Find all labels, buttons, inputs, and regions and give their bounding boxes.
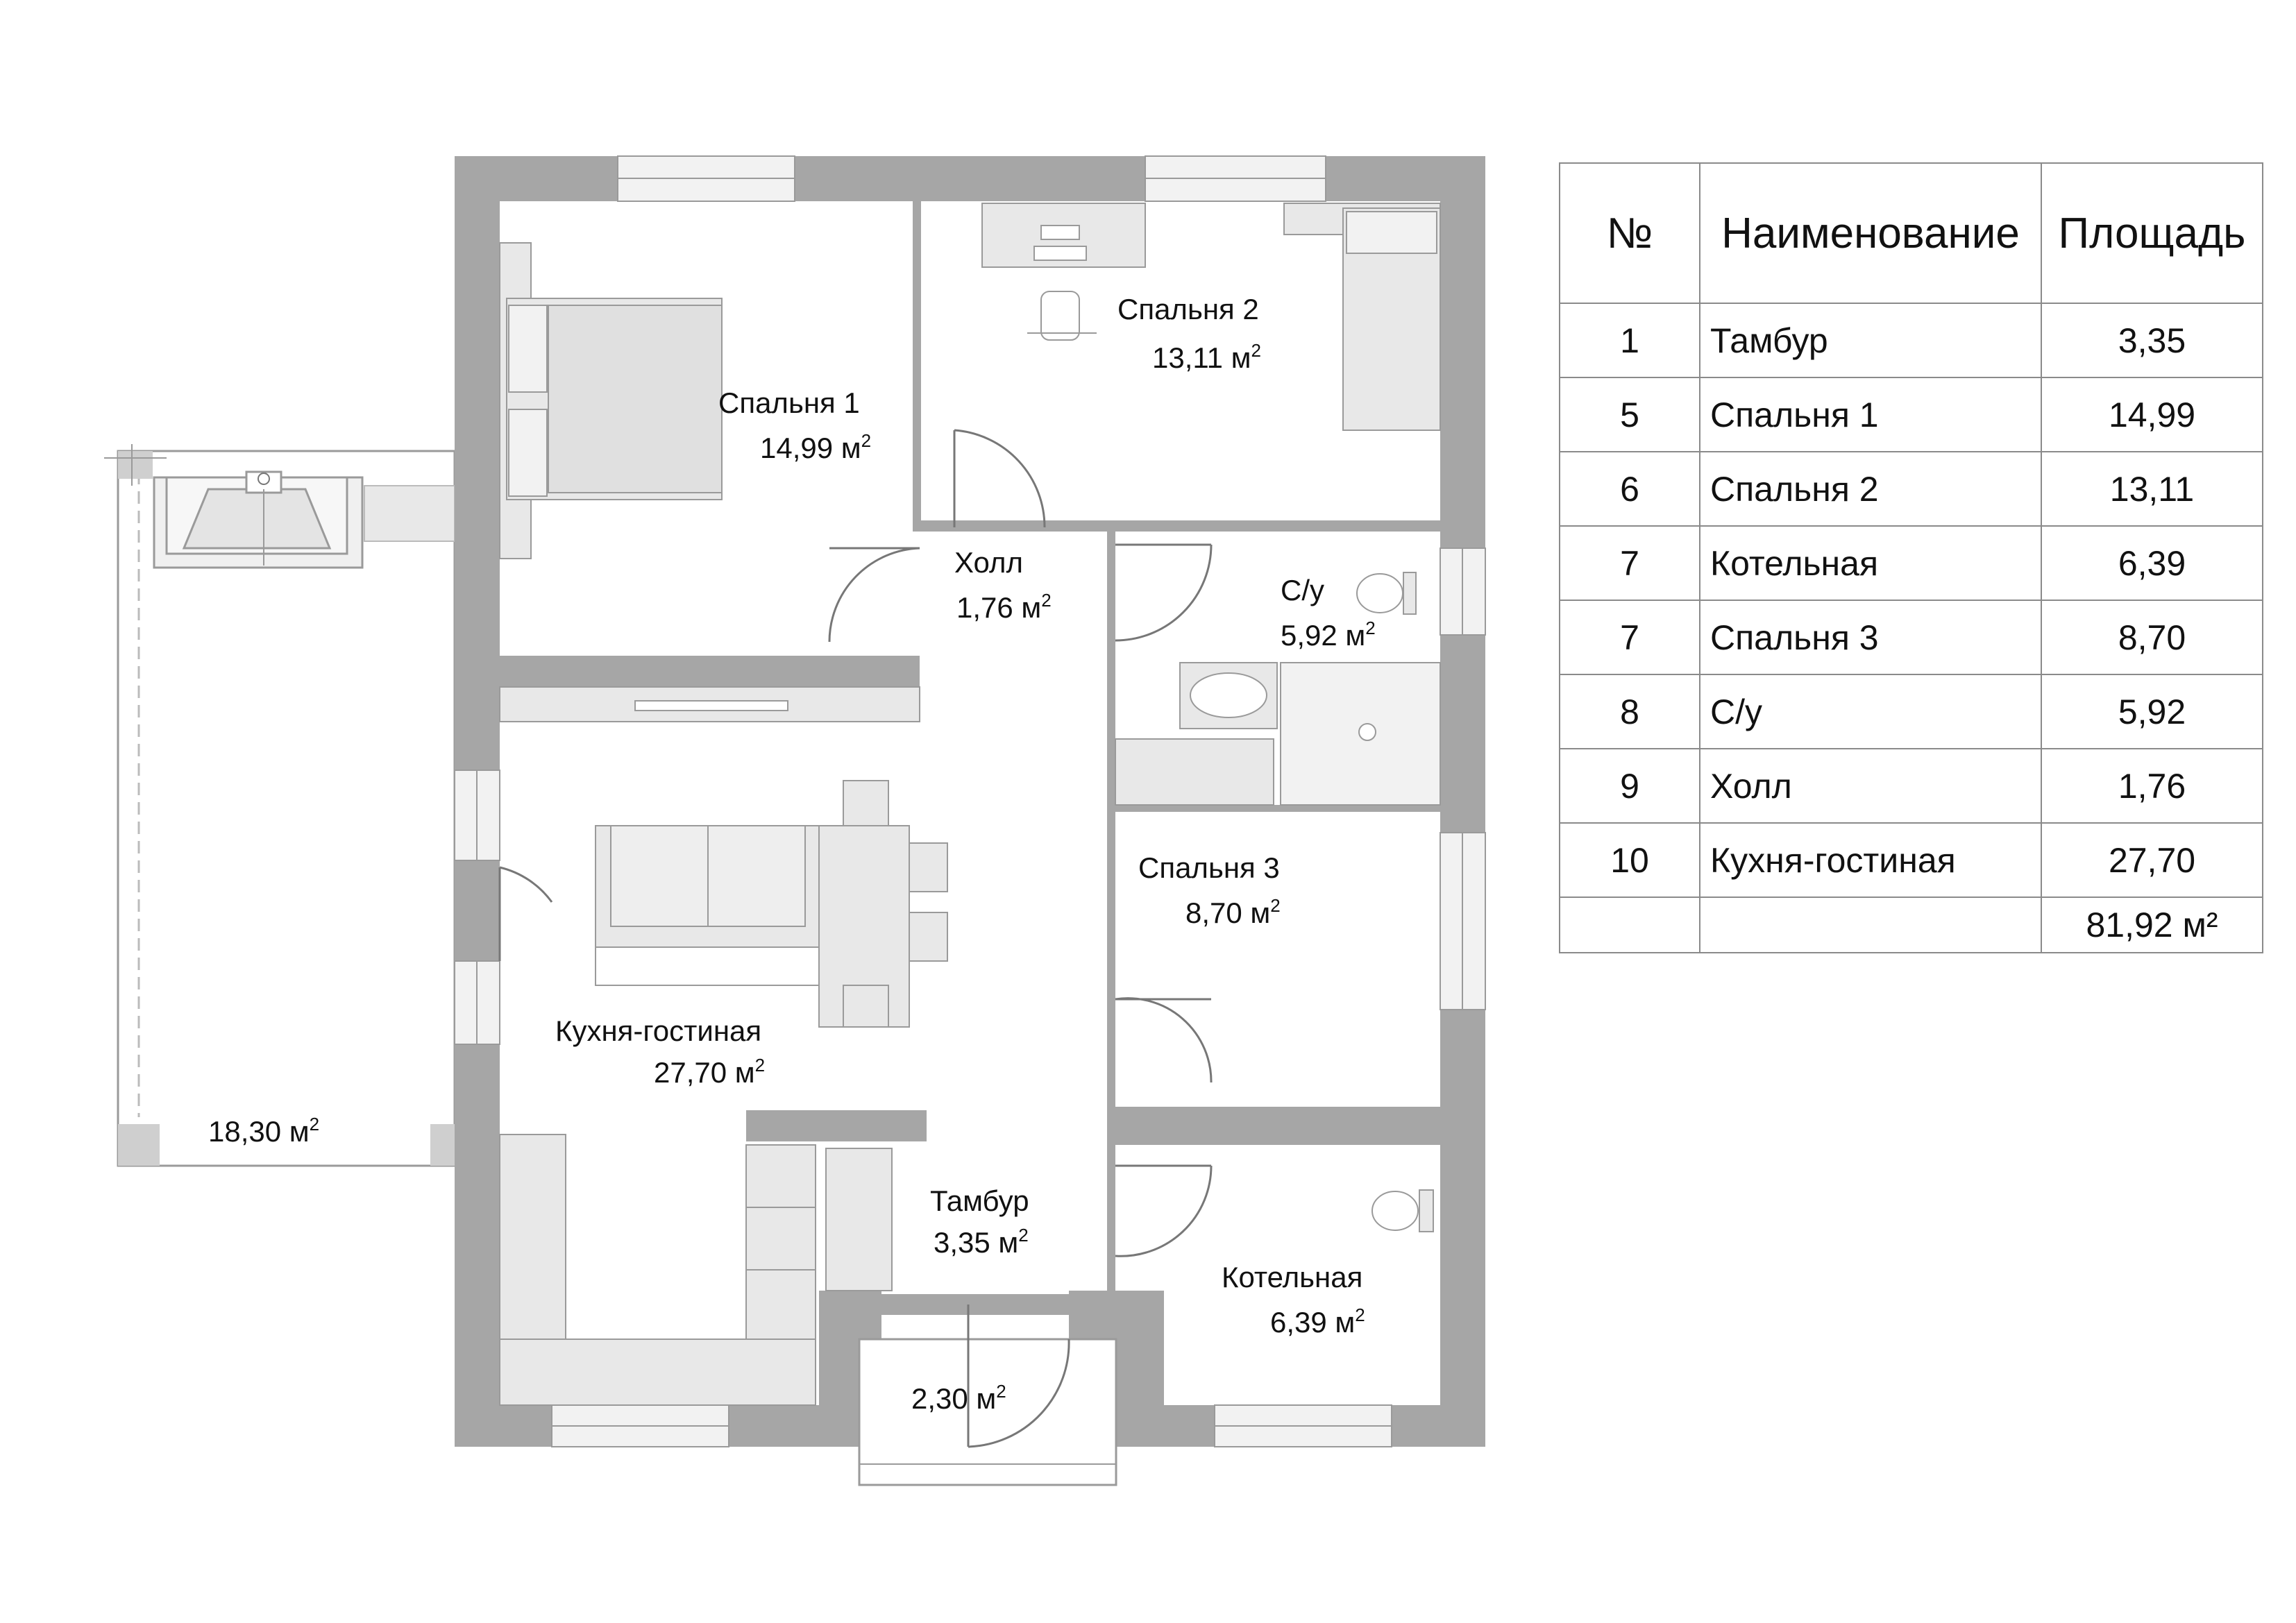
bedroom1-name: Спальня 1 — [718, 386, 860, 419]
sink-icon — [1179, 662, 1278, 729]
row-area: 13,11 — [2041, 451, 2263, 527]
kitchen-name: Кухня-гостиная — [555, 1014, 761, 1047]
toilet-icon — [1371, 1189, 1434, 1232]
bedroom1-area: 14,99 м2 — [760, 430, 871, 464]
dining-table-icon — [818, 780, 948, 1028]
row-num: 1 — [1559, 303, 1700, 378]
table-row: 5 Спальня 1 14,99 — [1559, 377, 2263, 452]
windows — [454, 155, 1486, 1447]
row-name: Спальня 3 — [1699, 600, 2042, 675]
row-name: Холл — [1699, 748, 2042, 824]
table-total-row: 81,92 м² — [1559, 897, 2263, 953]
porch-area: 2,30 м2 — [911, 1381, 1006, 1415]
total-num — [1559, 897, 1700, 953]
vestibule-area: 3,35 м2 — [934, 1225, 1029, 1259]
bedroom2-name: Спальня 2 — [1117, 293, 1259, 325]
kitchen-area: 27,70 м2 — [654, 1055, 765, 1089]
row-name: Спальня 1 — [1699, 377, 2042, 452]
bedroom3-name: Спальня 3 — [1138, 851, 1280, 884]
toilet-icon — [1356, 572, 1417, 615]
row-area: 8,70 — [2041, 600, 2263, 675]
table-row: 6 Спальня 2 13,11 — [1559, 451, 2263, 527]
table-header-row: № Наименование Площадь — [1559, 162, 2263, 304]
office-chair-icon — [1027, 291, 1097, 341]
row-name: Спальня 2 — [1699, 451, 2042, 527]
kitchen-counter-icon — [499, 1134, 816, 1406]
hall-area: 1,76 м2 — [956, 590, 1052, 624]
bathroom-area: 5,92 м2 — [1281, 618, 1376, 652]
double-bed-icon — [499, 242, 723, 559]
table-row: 7 Спальня 3 8,70 — [1559, 600, 2263, 675]
row-num: 5 — [1559, 377, 1700, 452]
row-area: 1,76 — [2041, 748, 2263, 824]
vestibule-name: Тамбур — [930, 1184, 1029, 1217]
single-bed-icon — [1283, 203, 1441, 431]
row-area: 6,39 — [2041, 525, 2263, 601]
row-area: 5,92 — [2041, 674, 2263, 749]
header-num: № — [1559, 162, 1700, 304]
row-num: 9 — [1559, 748, 1700, 824]
bedroom2-area: 13,11 м2 — [1152, 340, 1261, 374]
terrace — [104, 444, 458, 1167]
boiler-area: 6,39 м2 — [1270, 1305, 1365, 1339]
porch — [858, 1338, 1117, 1486]
fireplace-icon — [153, 470, 364, 569]
table-row: 1 Тамбур 3,35 — [1559, 303, 2263, 378]
table-row: 9 Холл 1,76 — [1559, 748, 2263, 824]
row-name: Котельная — [1699, 525, 2042, 601]
row-name: Кухня-гостиная — [1699, 822, 2042, 898]
doors — [498, 429, 1213, 1448]
total-name — [1699, 897, 2042, 953]
furniture — [499, 203, 1441, 1406]
bathroom-name: С/у — [1281, 574, 1324, 606]
row-num: 7 — [1559, 600, 1700, 675]
shower-icon — [1280, 662, 1441, 806]
terrace-area: 18,30 м2 — [208, 1114, 319, 1148]
total-area: 81,92 м² — [2041, 897, 2263, 953]
desk-icon — [981, 203, 1146, 268]
bedroom3-area: 8,70 м2 — [1185, 895, 1281, 929]
header-name: Наименование — [1699, 162, 2042, 304]
tv-icon — [634, 700, 788, 711]
area-table: № Наименование Площадь 1 Тамбур 3,35 5 С… — [1559, 162, 2263, 953]
table-row: 10 Кухня-гостиная 27,70 — [1559, 822, 2263, 898]
row-num: 6 — [1559, 451, 1700, 527]
header-area: Площадь — [2041, 162, 2263, 304]
row-num: 7 — [1559, 525, 1700, 601]
row-num: 10 — [1559, 822, 1700, 898]
row-num: 8 — [1559, 674, 1700, 749]
table-row: 8 С/у 5,92 — [1559, 674, 2263, 749]
row-name: С/у — [1699, 674, 2042, 749]
sofa-icon — [595, 825, 822, 986]
row-area: 14,99 — [2041, 377, 2263, 452]
row-area: 3,35 — [2041, 303, 2263, 378]
boiler-name: Котельная — [1222, 1261, 1362, 1293]
row-area: 27,70 — [2041, 822, 2263, 898]
row-name: Тамбур — [1699, 303, 2042, 378]
table-row: 7 Котельная 6,39 — [1559, 525, 2263, 601]
room-labels: Спальня 1 14,99 м2 Спальня 2 13,11 м2 Хо… — [208, 293, 1376, 1415]
hall-name: Холл — [954, 546, 1023, 579]
